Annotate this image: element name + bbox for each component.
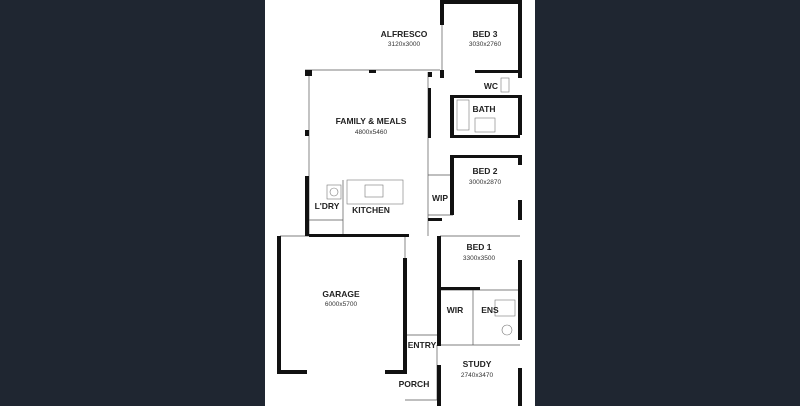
room-dims-study: 2740x3470	[461, 372, 494, 379]
room-label-ens: ENS	[481, 305, 499, 315]
room-label-wip: WIP	[432, 193, 448, 203]
room-dims-family-meals: 4800x5460	[355, 129, 388, 136]
room-label-bed3: BED 3	[472, 29, 497, 39]
room-dims-alfresco: 3120x3000	[388, 41, 421, 48]
room-label-bath: BATH	[473, 104, 496, 114]
room-label-bed2: BED 2	[472, 166, 497, 176]
room-dims-bed1: 3300x3500	[463, 255, 496, 262]
thin-walls	[280, 0, 520, 401]
room-labels: ALFRESCO 3120x3000 BED 3 3030x2760 WC BA…	[315, 29, 502, 389]
room-label-laundry: L'DRY	[315, 201, 340, 211]
room-dims-bed2: 3000x2870	[469, 179, 502, 186]
room-dims-garage: 6000x5700	[325, 301, 358, 308]
room-label-wc: WC	[484, 81, 498, 91]
room-label-bed1: BED 1	[466, 242, 491, 252]
room-label-garage: GARAGE	[322, 289, 360, 299]
room-label-family-meals: FAMILY & MEALS	[336, 116, 407, 126]
floor-plan-sheet: ALFRESCO 3120x3000 BED 3 3030x2760 WC BA…	[265, 0, 535, 406]
room-label-porch: PORCH	[399, 379, 430, 389]
room-label-study: STUDY	[463, 359, 492, 369]
room-label-wir: WIR	[447, 305, 464, 315]
room-label-alfresco: ALFRESCO	[381, 29, 428, 39]
external-walls	[277, 0, 522, 406]
room-label-entry: ENTRY	[408, 340, 437, 350]
room-dims-bed3: 3030x2760	[469, 41, 502, 48]
floor-plan: ALFRESCO 3120x3000 BED 3 3030x2760 WC BA…	[277, 0, 522, 406]
room-label-kitchen: KITCHEN	[352, 205, 390, 215]
